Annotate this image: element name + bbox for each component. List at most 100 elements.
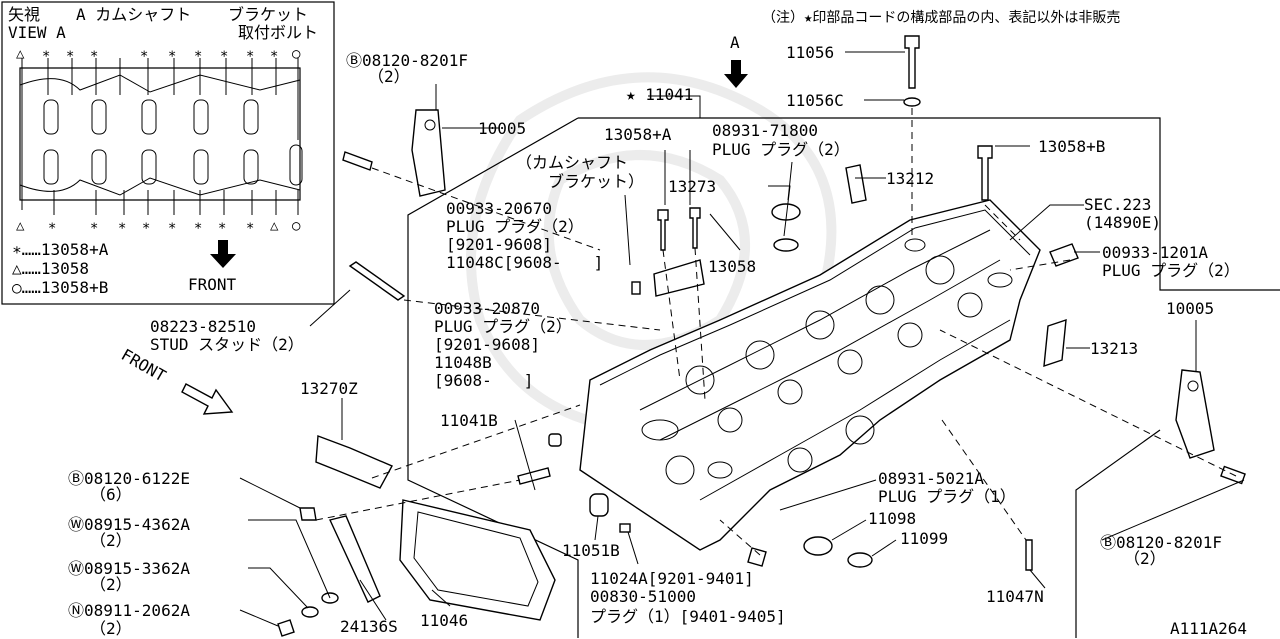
label-11048C: 11048C[9608- ]: [446, 253, 603, 272]
label-00830-51000-desc: プラグ（1）[9401-9405]: [590, 607, 786, 626]
label-10005-top: 10005: [478, 119, 526, 138]
svg-text:∗: ∗: [168, 46, 176, 62]
label-08915-3362A: Ⓦ08915-3362A: [68, 559, 190, 578]
svg-text:∗: ∗: [118, 218, 126, 234]
label-11024A: 11024A[9201-9401]: [590, 569, 754, 588]
view-a-symbols: △∗∗∗ ∗∗∗∗ ∗∗○ △∗∗∗ ∗∗∗∗ ∗△○: [16, 46, 301, 234]
label-00830-51000: 00830-51000: [590, 587, 696, 606]
label-camshaft-bracket-1: （カムシャフト: [516, 153, 628, 172]
label-08120-8201F-right-qty: （2）: [1124, 549, 1166, 568]
label-11099: 11099: [900, 529, 948, 548]
svg-text:∗: ∗: [168, 218, 176, 234]
label-13212: 13212: [886, 169, 934, 188]
leader-lines: [239, 51, 1245, 627]
assembly-frame-top: [578, 117, 1280, 291]
label-08911-2062A: Ⓝ08911-2062A: [68, 601, 190, 620]
svg-text:∗: ∗: [90, 46, 98, 62]
label-11056C: 11056C: [786, 91, 844, 110]
svg-text:∗: ∗: [194, 218, 202, 234]
label-00933-20870: 00933-20870: [434, 299, 540, 318]
label-08223-82510-desc: STUD スタッド（2）: [150, 335, 304, 354]
assembly-frame-right: [1075, 429, 1161, 638]
label-08931-71800: 08931-71800: [712, 121, 818, 140]
svg-text:∗: ∗: [48, 218, 56, 234]
label-11098: 11098: [868, 509, 916, 528]
label-11047N: 11047N: [986, 587, 1044, 606]
label-08911-2062A-qty: （2）: [90, 619, 132, 638]
label-08223-82510: 08223-82510: [150, 317, 256, 336]
label-08915-4362A: Ⓦ08915-4362A: [68, 515, 190, 534]
label-11041B: 11041B: [440, 411, 498, 430]
label-13270Z: 13270Z: [300, 379, 358, 398]
view-a-legend-2: △……13058: [12, 259, 89, 278]
view-a-header-2: ブラケット: [228, 5, 308, 24]
label-00933-20670: 00933-20670: [446, 199, 552, 218]
view-a-inset: △∗∗∗ ∗∗∗∗ ∗∗○ △∗∗∗ ∗∗∗∗ ∗△○ 矢視 VIEW A A …: [1, 1, 335, 305]
view-a-title-en: VIEW A: [8, 23, 66, 42]
label-08120-8201F-right: Ⓑ08120-8201F: [1100, 533, 1222, 552]
svg-text:△: △: [270, 218, 279, 234]
label-13058: 13058: [708, 257, 756, 276]
arrow-a-icon: [724, 60, 748, 88]
label-08931-71800-desc: PLUG プラグ（2）: [712, 140, 850, 159]
view-a-front-arrow-icon: [210, 240, 236, 268]
label-08931-5021A-desc: PLUG プラグ（1）: [878, 487, 1016, 506]
front-arrow: FRONT: [118, 345, 234, 415]
svg-text:∗: ∗: [194, 46, 202, 62]
svg-text:∗: ∗: [246, 218, 254, 234]
label-00933-1201A: 00933-1201A: [1102, 243, 1208, 262]
label-11056: 11056: [786, 43, 834, 62]
label-00933-20670-desc: PLUG プラグ（2）: [446, 217, 584, 236]
svg-text:∗: ∗: [66, 46, 74, 62]
view-a-legend-1: ∗……13058+A: [12, 240, 109, 259]
svg-text:∗: ∗: [246, 46, 254, 62]
svg-text:○: ○: [292, 218, 301, 234]
label-00933-20870-date: [9201-9608]: [434, 335, 540, 354]
svg-text:∗: ∗: [140, 46, 148, 62]
cylinder-head-drawing: [579, 199, 1041, 551]
diagram-id: A111A264: [1170, 619, 1247, 638]
svg-text:∗: ∗: [218, 218, 226, 234]
svg-text:∗: ∗: [42, 46, 50, 62]
view-a-header-1: A カムシャフト: [76, 5, 191, 24]
part-labels: Ⓑ08120-8201F （2） 10005 ★ 11041 11056 110…: [68, 43, 1240, 638]
svg-text:∗: ∗: [220, 46, 228, 62]
view-a-legend-3: ○……13058+B: [12, 278, 108, 297]
svg-text:∗: ∗: [142, 218, 150, 234]
view-a-header-3: 取付ボルト: [238, 23, 318, 42]
front-arrow-icon: [181, 383, 234, 415]
label-08120-8201F-top-qty: （2）: [368, 67, 410, 86]
label-13058A-top: 13058+A: [604, 125, 672, 144]
label-24136S: 24136S: [340, 617, 398, 636]
svg-text:∗: ∗: [270, 46, 278, 62]
label-11051B: 11051B: [562, 541, 620, 560]
assembly-frame-left: [407, 117, 579, 638]
label-13213: 13213: [1090, 339, 1138, 358]
view-a-frame: [1, 1, 335, 305]
label-08915-3362A-qty: （2）: [90, 575, 132, 594]
view-a-front-label: FRONT: [188, 275, 237, 294]
label-00933-1201A-desc: PLUG プラグ（2）: [1102, 261, 1240, 280]
view-a-leaders: [21, 58, 299, 215]
arrow-a-label: A: [730, 33, 740, 52]
view-a-head-outline: [19, 67, 301, 201]
svg-text:∗: ∗: [90, 218, 98, 234]
label-13058B-top: 13058+B: [1038, 137, 1105, 156]
label-08931-5021A: 08931-5021A: [878, 469, 984, 488]
dashed-guides: [315, 108, 1237, 556]
label-11048B: 11048B: [434, 353, 492, 372]
label-11046: 11046: [420, 611, 468, 630]
label-00933-20670-date: [9201-9608]: [446, 235, 552, 254]
svg-text:△: △: [16, 218, 25, 234]
label-08120-6122E: Ⓑ08120-6122E: [68, 469, 190, 488]
view-a-bracket-marks: [43, 99, 303, 186]
label-sec223: SEC.223: [1084, 195, 1151, 214]
label-10005-right: 10005: [1166, 299, 1214, 318]
label-13273: 13273: [668, 177, 716, 196]
label-08120-8201F-top: Ⓑ08120-8201F: [346, 51, 468, 70]
label-11048B-date: [9608- ]: [434, 371, 533, 390]
label-08915-4362A-qty: （2）: [90, 531, 132, 550]
label-sec223-sub: (14890E): [1084, 213, 1161, 232]
